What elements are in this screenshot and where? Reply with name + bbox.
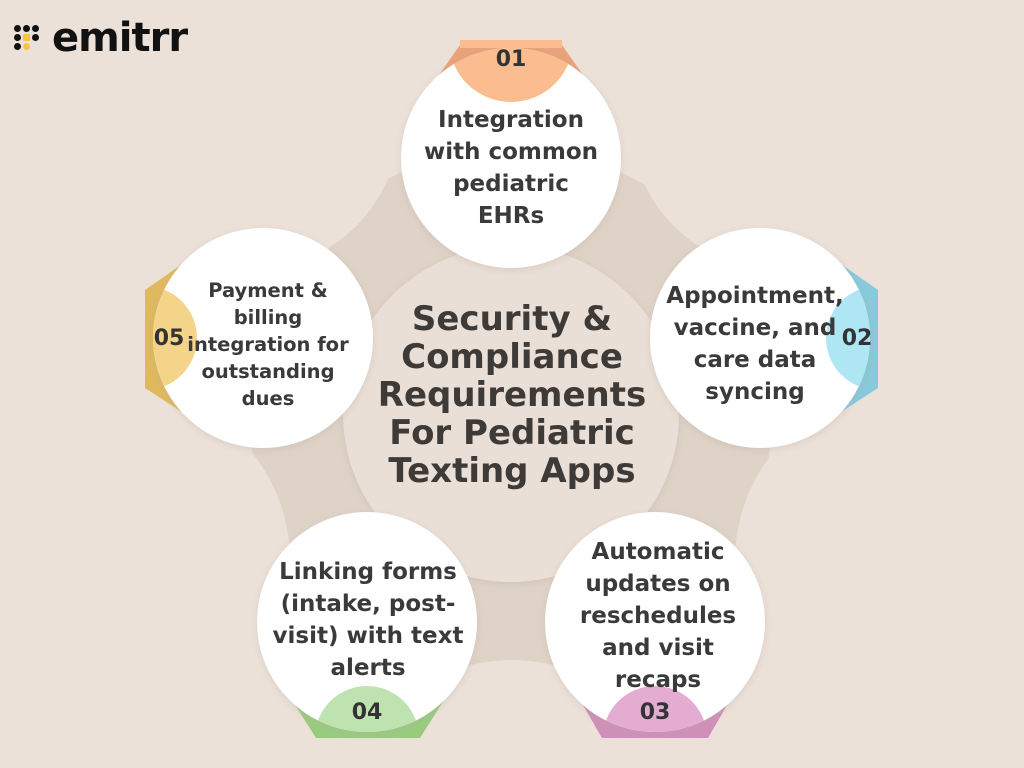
- emitrr-logo: emitrr: [14, 15, 188, 61]
- node-04-text: Linking forms (intake, post-visit) with …: [272, 559, 464, 681]
- node-03-shape: [545, 512, 765, 738]
- node-03-text: Automatic updates on reschedules and vis…: [579, 539, 737, 693]
- brand-name: emitrr: [52, 15, 188, 61]
- node-05-text: Payment & billing integration for outsta…: [187, 278, 349, 410]
- node-01-number-badge: 01: [495, 47, 527, 72]
- center-circle: [343, 246, 679, 582]
- node-05-shape: [145, 228, 373, 448]
- node-04-number-badge: 04: [351, 700, 383, 725]
- node-02-number-badge: 02: [841, 326, 873, 351]
- node-01-shape: [401, 40, 621, 268]
- emitrr-dots-logo-icon: [14, 23, 44, 53]
- center-title: Security & Compliance Requirements For P…: [377, 299, 647, 491]
- node-02-text: Appointment, vaccine, and care data sync…: [666, 283, 844, 405]
- node-03-number-badge: 03: [639, 700, 671, 725]
- node-01-text: Integration with common pediatric EHRs: [423, 107, 599, 229]
- node-05-number-badge: 05: [153, 326, 185, 351]
- node-02-shape: [650, 228, 878, 448]
- node-04-shape: [257, 512, 477, 738]
